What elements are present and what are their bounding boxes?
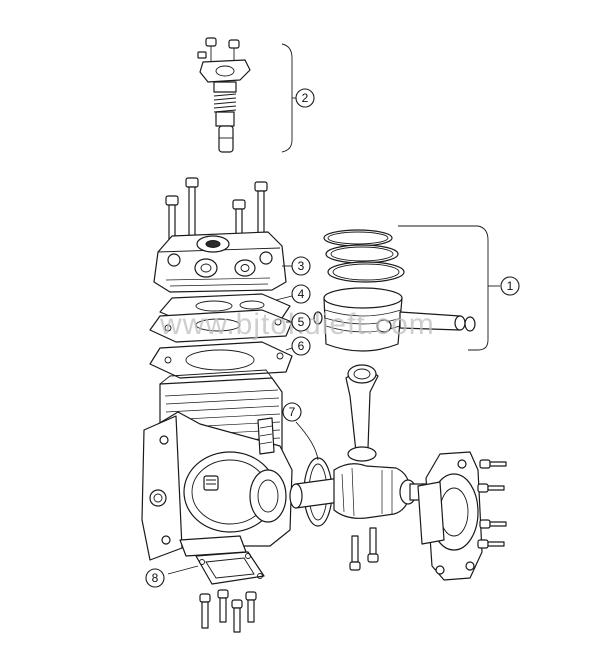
bottom-cover bbox=[195, 551, 265, 633]
bearing-cover bbox=[417, 451, 507, 581]
valve-plate-gaskets bbox=[149, 293, 293, 343]
cylinder-head bbox=[153, 177, 287, 293]
compressor-housing bbox=[141, 369, 293, 561]
callout-4: 4 bbox=[291, 284, 311, 304]
callout-3: 3 bbox=[291, 256, 311, 276]
callout-label: 1 bbox=[507, 279, 514, 293]
callout-label: 8 bbox=[152, 571, 159, 585]
valve-assembly bbox=[197, 37, 251, 153]
piston-group bbox=[313, 229, 476, 352]
callout-2: 2 bbox=[295, 88, 315, 108]
callout-label: 7 bbox=[289, 405, 296, 419]
leader-lines bbox=[167, 265, 319, 575]
callout-7: 7 bbox=[282, 402, 302, 422]
callout-5: 5 bbox=[291, 312, 311, 332]
callout-label: 5 bbox=[298, 315, 305, 329]
callout-6: 6 bbox=[291, 336, 311, 356]
callout-label: 3 bbox=[298, 259, 305, 273]
cylinder-gasket bbox=[149, 341, 293, 379]
callout-1: 1 bbox=[500, 276, 520, 296]
callout-label: 4 bbox=[298, 287, 305, 301]
crankshaft-assembly bbox=[289, 364, 431, 571]
callout-label: 2 bbox=[302, 91, 309, 105]
callout-8: 8 bbox=[145, 568, 165, 588]
callout-label: 6 bbox=[298, 339, 305, 353]
